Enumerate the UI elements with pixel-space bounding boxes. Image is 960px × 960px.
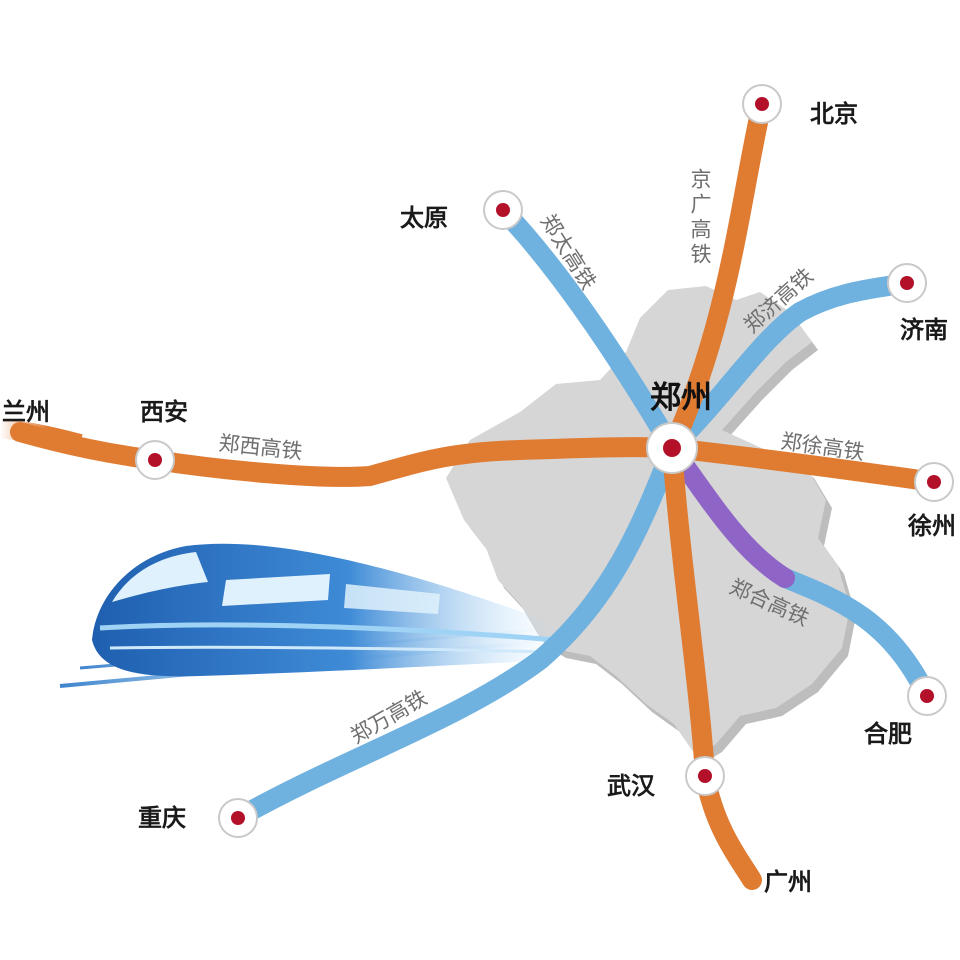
train-body — [92, 543, 560, 677]
station-jinan — [887, 263, 927, 303]
line-zhengji — [662, 273, 917, 458]
line-zhengxu — [662, 438, 944, 492]
city-label-jinan: 济南 — [900, 316, 948, 344]
train-side-window — [344, 584, 440, 614]
stations — [135, 84, 954, 838]
city-label-lanzhou: 兰州 — [2, 398, 50, 426]
line-zhengwan — [228, 438, 682, 828]
hub-label-zhengzhou: 郑州 — [650, 380, 712, 416]
city-label-hefei: 合肥 — [864, 720, 912, 748]
city-label-wuhan: 武汉 — [607, 772, 656, 800]
line-zhengtai — [493, 200, 682, 458]
city-label-xian: 西安 — [140, 398, 188, 426]
city-label-guangzhou: 广州 — [764, 868, 812, 896]
station-wuhan — [685, 756, 725, 796]
city-label-xuzhou: 徐州 — [907, 512, 956, 540]
train-stripe — [99, 622, 557, 643]
station-zhengzhou-hub — [646, 422, 698, 474]
station-taiyuan — [483, 190, 523, 230]
line-lanzhou-extension — [0, 418, 83, 454]
station-hefei — [907, 676, 947, 716]
train-cab-window — [112, 552, 208, 602]
line-zhenghe — [775, 568, 937, 706]
train-side-window — [222, 574, 330, 606]
city-label-chongqing: 重庆 — [138, 804, 186, 832]
station-xian — [135, 440, 175, 480]
city-label-taiyuan: 太原 — [400, 204, 448, 232]
line-zhengxi — [10, 422, 682, 487]
line-label-zhengxi: 郑西高铁 — [217, 431, 303, 464]
train-illustration — [59, 543, 561, 688]
train-stripe — [109, 645, 557, 654]
station-chongqing — [218, 798, 258, 838]
city-labels: 北京 太原 济南 兰州 西安 徐州 合肥 武汉 重庆 广州 郑州 — [2, 100, 956, 896]
line-jingguang — [661, 94, 772, 890]
line-label-jingguang: 京广高铁 — [688, 168, 712, 268]
station-beijing — [742, 84, 782, 124]
rail-lines — [0, 94, 944, 890]
city-label-beijing: 北京 — [810, 100, 858, 128]
station-xuzhou — [914, 462, 954, 502]
